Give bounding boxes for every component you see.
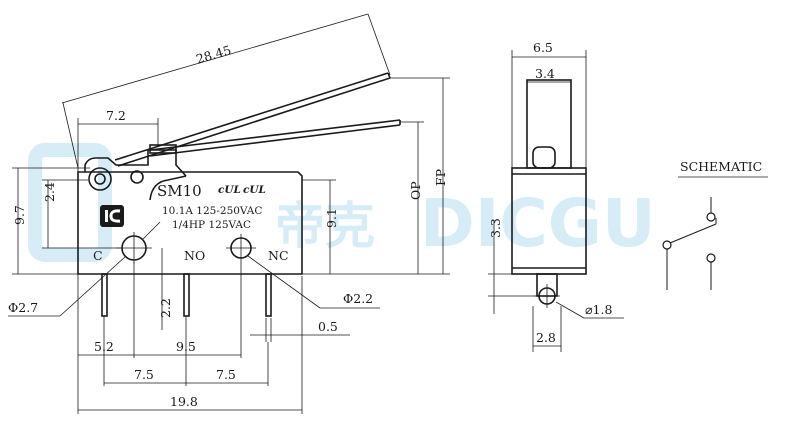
dim-side-bottom: 2.8 xyxy=(536,330,556,345)
dim-body-height: 9.1 xyxy=(324,208,339,228)
schematic-common xyxy=(662,240,672,250)
terminal-c xyxy=(101,273,108,317)
housing-curve xyxy=(149,175,187,201)
pivot-inner xyxy=(94,173,106,185)
schematic-no-contact xyxy=(706,253,716,263)
watermark: 帝克 DICGU xyxy=(28,143,656,262)
long-lever-top xyxy=(114,72,389,161)
plunger xyxy=(149,144,177,154)
long-lever-tip xyxy=(387,72,391,79)
terminal-c-label: C xyxy=(93,248,103,263)
dim-lever-ext-left xyxy=(62,102,79,169)
cert-mark: cUL xyxy=(218,184,241,196)
front-view: SM10 cUL cUL 10.1A 125-250VAC 1/4HP 125V… xyxy=(77,72,401,317)
dim-fp: FP xyxy=(433,169,448,186)
dim-lever-ext-right xyxy=(367,13,391,76)
dim-height-total: 9.7 xyxy=(12,205,27,225)
schematic: SCHEMATIC xyxy=(662,159,768,290)
rating-line-2: 1/4HP 125VAC xyxy=(172,219,251,231)
side-plunger xyxy=(532,146,556,169)
dim-95: 9.5 xyxy=(176,339,196,354)
rating-line-1: 10.1A 125-250VAC xyxy=(162,205,262,217)
logo-bar xyxy=(105,210,108,222)
dim-side-width: 6.5 xyxy=(533,40,553,55)
watermark-chinese: 帝克 xyxy=(275,197,375,255)
short-lever-bottom xyxy=(149,124,401,157)
dim-hole-right: Φ2.2 xyxy=(343,291,373,306)
dim-hole-left-leader xyxy=(59,255,127,317)
dim-75a: 7.5 xyxy=(134,367,154,382)
terminal-nc-label: NC xyxy=(268,248,289,263)
pivot-pin xyxy=(130,170,144,184)
short-lever-top xyxy=(149,119,401,151)
cert-mark-2: cUL xyxy=(243,184,266,196)
watermark-brand: DICGU xyxy=(420,185,656,262)
dim-side-hole: ⌀1.8 xyxy=(585,302,612,317)
terminal-no xyxy=(183,273,190,317)
switch-body xyxy=(77,171,303,275)
dim-op: OP xyxy=(408,181,423,200)
brand-logo xyxy=(100,205,124,227)
terminal-no-label: NO xyxy=(184,248,205,263)
pivot-outer xyxy=(88,167,112,191)
dim-side-inner: 3.4 xyxy=(535,66,555,81)
side-view: 6.5 3.4 3.3 ⌀1.8 2.8 xyxy=(488,40,624,352)
dim-hole-right-leader xyxy=(247,255,321,309)
dim-lever-length: 28.45 xyxy=(194,42,233,66)
watermark-logo-shape xyxy=(28,143,112,262)
dim-term-offset: 2.2 xyxy=(158,298,173,318)
dim-hole-left-arrow xyxy=(141,221,161,241)
dim-pivot-offset: 7.2 xyxy=(106,108,126,123)
dim-hole-left: Φ2.7 xyxy=(8,300,38,315)
dim-198: 19.8 xyxy=(170,394,198,409)
schematic-nc-contact xyxy=(706,212,716,222)
long-lever-bottom xyxy=(117,77,391,167)
dim-term-thickness: 0.5 xyxy=(318,319,338,334)
dim-height-upper: 2.4 xyxy=(42,182,57,202)
dim-52: 5.2 xyxy=(94,339,114,354)
actuator-housing xyxy=(84,149,187,177)
schematic-arm xyxy=(669,223,717,244)
front-dimensions: 28.45 7.2 9.7 2.4 9.1 OP FP Φ2.7 xyxy=(8,13,450,414)
model-label: SM10 xyxy=(157,182,202,200)
schematic-title: SCHEMATIC xyxy=(680,159,762,174)
dim-lever-line xyxy=(61,13,369,104)
dim-side-height: 3.3 xyxy=(488,218,503,238)
dim-75b: 7.5 xyxy=(216,367,236,382)
logo-c xyxy=(109,209,121,223)
dim-side-hole-leader xyxy=(555,301,585,319)
terminal-nc xyxy=(265,273,272,317)
